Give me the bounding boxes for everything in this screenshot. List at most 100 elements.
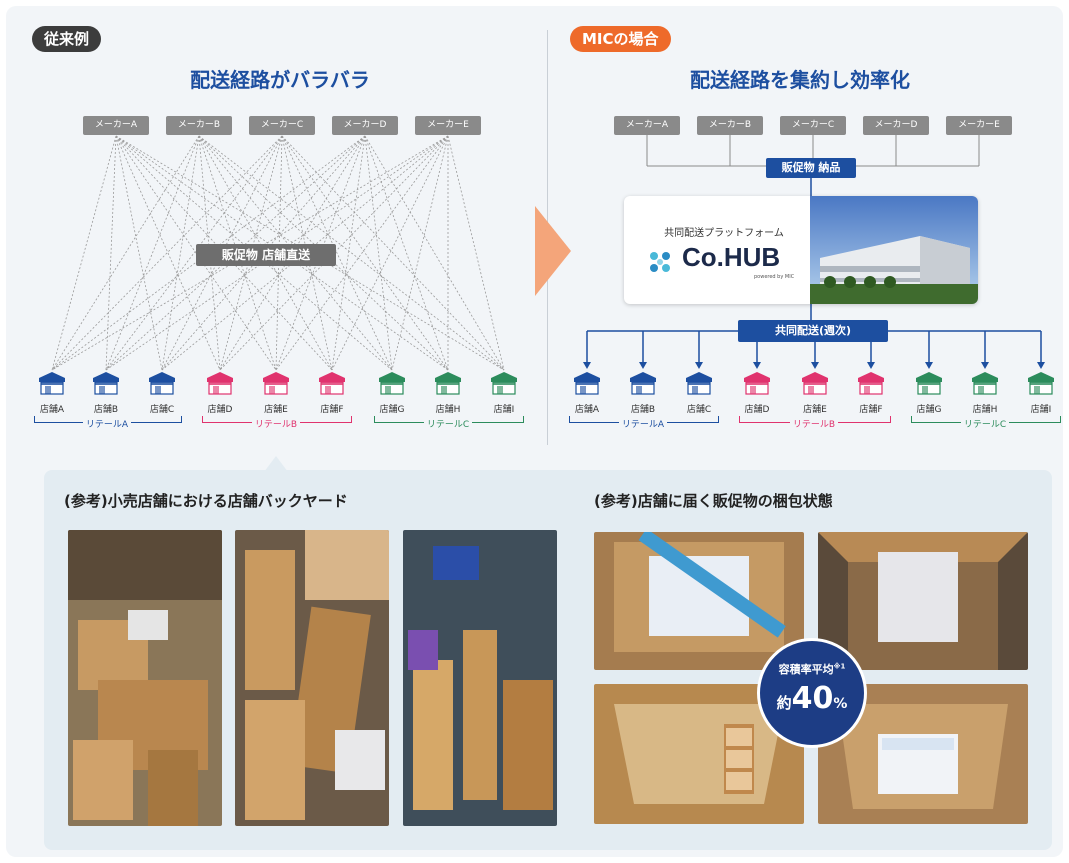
route-line [51, 135, 200, 371]
left-maker-b: メーカーB [166, 116, 232, 135]
route-line [198, 135, 333, 371]
store-icon [379, 372, 405, 395]
store-label: 店舗D [744, 405, 770, 415]
left-store-h: 店舗H [425, 370, 471, 415]
left-retail-b: リテールB [202, 417, 350, 430]
route-line [105, 135, 283, 371]
direct-delivery-label: 販促物 店舗直送 [196, 244, 336, 266]
route-line [331, 135, 449, 371]
store-label: 店舗F [859, 405, 883, 415]
store-label: 店舗H [435, 405, 461, 415]
left-store-f: 店舗F [309, 370, 355, 415]
left-store-a: 店舗A [29, 370, 75, 415]
volume-ratio-badge: 容積率平均※1 約40% [757, 638, 867, 748]
left-store-e: 店舗E [253, 370, 299, 415]
route-line [198, 135, 449, 371]
mic-tag: MICの場合 [570, 26, 671, 52]
store-icon [263, 372, 289, 395]
packaging-title: (参考)店舗に届く販促物の梱包状態 [594, 492, 833, 510]
store-icon [574, 372, 600, 395]
store-icon [93, 372, 119, 395]
right-maker-e: メーカーE [946, 116, 1012, 135]
platform-sub: powered by MIC [754, 274, 795, 280]
platform-card: 共同配送プラットフォーム Co.HUB powered by MIC [624, 196, 978, 304]
right-retail-b: リテールB [739, 417, 889, 430]
store-label: 店舗A [39, 405, 65, 415]
left-store-d: 店舗D [197, 370, 243, 415]
left-retail-c: リテールC [374, 417, 522, 430]
route-line [115, 135, 505, 371]
store-icon [972, 372, 998, 395]
pointer-notch [264, 456, 288, 472]
joint-delivery-label: 共同配送(週次) [738, 320, 888, 342]
right-store-g: 店舗G [906, 370, 952, 415]
store-label: 店舗C [686, 405, 712, 415]
right-retail-a: リテールA [569, 417, 717, 430]
right-maker-b: メーカーB [697, 116, 763, 135]
backyard-photo-1 [68, 530, 222, 826]
store-label: 店舗E [803, 405, 827, 415]
cohub-logo-icon [650, 252, 670, 272]
store-label: 店舗G [379, 405, 405, 415]
store-icon [686, 372, 712, 395]
backyard-photo-2 [235, 530, 389, 826]
route-line [281, 135, 505, 371]
packaging-photo-1 [594, 532, 804, 670]
ratio-unit: % [833, 696, 848, 712]
store-icon [916, 372, 942, 395]
arrow-head-icon [925, 362, 933, 369]
route-line [198, 135, 505, 371]
delivery-label: 販促物 納品 [766, 158, 856, 178]
right-title: 配送経路を集約し効率化 [690, 68, 910, 92]
arrow-head-icon [753, 362, 761, 369]
route-line [198, 135, 277, 371]
backyard-photo-3 [403, 530, 557, 826]
packaging-photo-2 [818, 532, 1028, 670]
store-label: 店舗B [93, 405, 119, 415]
right-maker-d: メーカーD [863, 116, 929, 135]
store-icon [630, 372, 656, 395]
arrow-head-icon [639, 362, 647, 369]
store-label: 店舗C [149, 405, 175, 415]
store-label: 店舗H [972, 405, 998, 415]
route-line [51, 135, 366, 371]
platform-caption: 共同配送プラットフォーム [664, 228, 784, 239]
right-maker-c: メーカーC [780, 116, 846, 135]
left-maker-d: メーカーD [332, 116, 398, 135]
right-store-h: 店舗H [962, 370, 1008, 415]
store-icon [1028, 372, 1054, 395]
route-line [364, 135, 393, 371]
right-store-e: 店舗E [792, 370, 838, 415]
ratio-caption: 容積率平均 [778, 663, 834, 676]
store-icon [319, 372, 345, 395]
right-store-d: 店舗D [734, 370, 780, 415]
chevron-right-icon [535, 206, 571, 296]
route-line [275, 135, 449, 371]
right-retail-c: リテールC [911, 417, 1059, 430]
store-label: 店舗D [207, 405, 233, 415]
left-store-g: 店舗G [369, 370, 415, 415]
right-store-c: 店舗C [676, 370, 722, 415]
store-icon [149, 372, 175, 395]
store-label: 店舗A [574, 405, 600, 415]
left-title: 配送経路がバラバラ [190, 68, 370, 92]
conventional-tag: 従来例 [32, 26, 102, 52]
store-icon [802, 372, 828, 395]
left-maker-a: メーカーA [83, 116, 149, 135]
store-label: 店舗I [1030, 405, 1052, 415]
store-icon [858, 372, 884, 395]
route-line [115, 135, 333, 371]
arrow-head-icon [867, 362, 875, 369]
route-line [51, 135, 117, 371]
ratio-note: ※1 [833, 662, 846, 671]
route-line [331, 135, 366, 371]
route-line [364, 135, 505, 371]
route-line [105, 135, 117, 371]
ratio-prefix: 約 [776, 694, 792, 712]
route-line [281, 135, 393, 371]
packaging-photo-4 [818, 684, 1028, 824]
ratio-value: 40 [791, 681, 834, 716]
route-line [364, 135, 449, 371]
route-line [105, 135, 200, 371]
route-line [219, 135, 449, 371]
